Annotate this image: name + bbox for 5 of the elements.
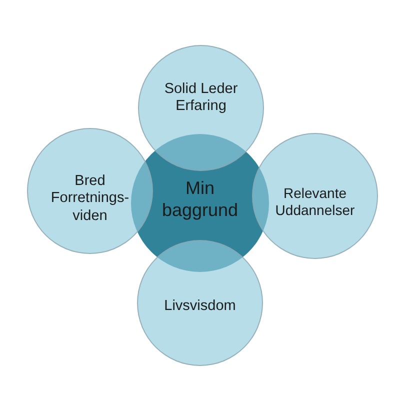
topic-label: Solid Leder Erfaring: [163, 80, 239, 116]
topic-label: Bred Forretnings- viden: [50, 172, 130, 226]
topic-label: Relevante Uddannelser: [274, 185, 356, 219]
center-label: Min baggrund: [160, 178, 240, 222]
topic-label: Livsvisdom: [164, 298, 236, 316]
